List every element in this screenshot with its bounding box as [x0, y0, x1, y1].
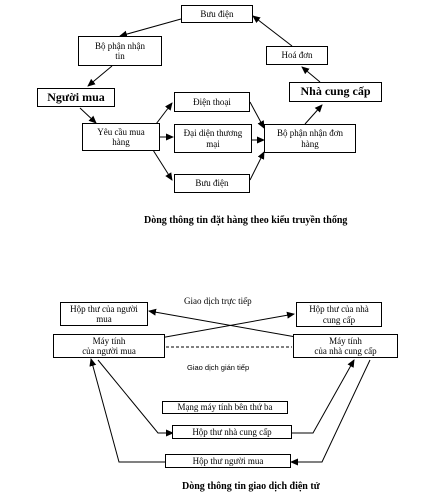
node-bo-phan-nhan-tin: Bộ phận nhận tin	[78, 36, 162, 66]
node-bo-phan-nhan-tin-label: Bộ phận nhận tin	[95, 40, 145, 61]
arrow-maytinh-nguoimua-to-hopthu-nhacungcap-center	[97, 359, 174, 437]
node-buu-dien-top: Bưu điện	[181, 5, 253, 23]
arrow-maytinh-nhacungcap-to-hopthu-nguoimua-center	[290, 359, 371, 466]
node-yeu-cau-mua-hang: Yêu cầu mua hàng	[82, 123, 160, 151]
caption-electronic: Dòng thông tin giao dịch điện tử	[182, 481, 320, 492]
node-hop-thu-nguoi-mua-center: Hộp thư người mua	[165, 454, 291, 468]
arrow-buudien-to-bophannhantin	[119, 18, 182, 38]
arrow-hopthu-nguoimua-center-to-maytinh-nguoimua	[89, 358, 165, 463]
node-dai-dien-thuong-mai-label: Đại diện thương mại	[183, 128, 243, 149]
node-nguoi-mua-label: Người mua	[47, 89, 105, 104]
node-nha-cung-cap-label: Nhà cung cấp	[300, 84, 371, 99]
node-buu-dien-top-label: Bưu điện	[200, 8, 234, 19]
node-bo-phan-nhan-don-hang: Bộ phận nhận đơn hàng	[264, 124, 356, 153]
node-may-tinh-nha-cung-cap-label: Máy tính của nhà cung cấp	[314, 335, 377, 356]
node-hop-thu-nguoi-mua-left: Hộp thư của người mua	[60, 302, 148, 326]
node-buu-dien-bottom: Bưu điện	[174, 174, 250, 193]
node-hop-thu-nha-cung-cap-right-label: Hộp thư của nhà cung cấp	[309, 304, 369, 325]
node-yeu-cau-mua-hang-label: Yêu cầu mua hàng	[97, 126, 145, 147]
node-dai-dien-thuong-mai: Đại diện thương mại	[174, 124, 252, 153]
arrow-buudien-bottom-to-bophandonhang	[249, 151, 265, 181]
node-buu-dien-bottom-label: Bưu điện	[195, 178, 229, 189]
arrow-maytinh-nguoimua-to-hopthu-nhacungcap	[159, 311, 295, 339]
node-hop-thu-nha-cung-cap-right: Hộp thư của nhà cung cấp	[296, 302, 382, 327]
node-mang-may-tinh: Mạng máy tính bên thứ ba	[162, 401, 288, 414]
node-hop-thu-nguoi-mua-center-label: Hộp thư người mua	[192, 455, 264, 466]
node-nguoi-mua: Người mua	[37, 88, 115, 107]
arrow-hopthu-nhacungcap-center-to-maytinh-nhacungcap	[292, 359, 355, 434]
node-nha-cung-cap: Nhà cung cấp	[289, 82, 382, 102]
node-mang-may-tinh-label: Mạng máy tính bên thứ ba	[177, 402, 273, 413]
node-bo-phan-nhan-don-hang-label: Bộ phận nhận đơn hàng	[276, 128, 343, 149]
arrow-yeucau-to-buudien-bottom	[152, 149, 173, 181]
node-hop-thu-nguoi-mua-left-label: Hộp thư của người mua	[70, 303, 138, 324]
node-hop-thu-nha-cung-cap-center: Hộp thư nhà cung cấp	[172, 425, 292, 439]
arrow-dienthoai-to-bophandonhang	[249, 101, 265, 129]
caption-traditional: Dòng thông tin đặt hàng theo kiểu truyền…	[144, 215, 348, 226]
node-may-tinh-nha-cung-cap: Máy tính của nhà cung cấp	[293, 334, 398, 358]
label-giao-dich-truc-tiep: Giao dịch trực tiếp	[184, 296, 252, 306]
node-hoa-don: Hoá đơn	[266, 46, 328, 65]
arrow-maytinh-nhacungcap-to-hopthu-nguoimua	[148, 308, 297, 338]
node-may-tinh-nguoi-mua: Máy tính của người mua	[53, 334, 165, 358]
arrow-bophannhantin-to-nguoimua	[87, 65, 113, 87]
node-dien-thoai-label: Điện thoại	[193, 96, 231, 107]
node-dien-thoai: Điện thoại	[174, 92, 250, 112]
arrow-nguoimua-to-yeucau	[79, 107, 97, 124]
node-hoa-don-label: Hoá đơn	[281, 50, 313, 61]
arrow-nhacungcap-to-hoadon	[301, 66, 321, 83]
arrow-bophandonhang-to-nhacungcap	[304, 104, 323, 125]
label-giao-dich-gian-tiep: Giao dịch gián tiếp	[187, 363, 250, 372]
arrow-hoadon-to-buudien-top	[252, 15, 293, 47]
node-hop-thu-nha-cung-cap-center-label: Hộp thư nhà cung cấp	[192, 426, 272, 437]
node-may-tinh-nguoi-mua-label: Máy tính của người mua	[82, 335, 136, 356]
